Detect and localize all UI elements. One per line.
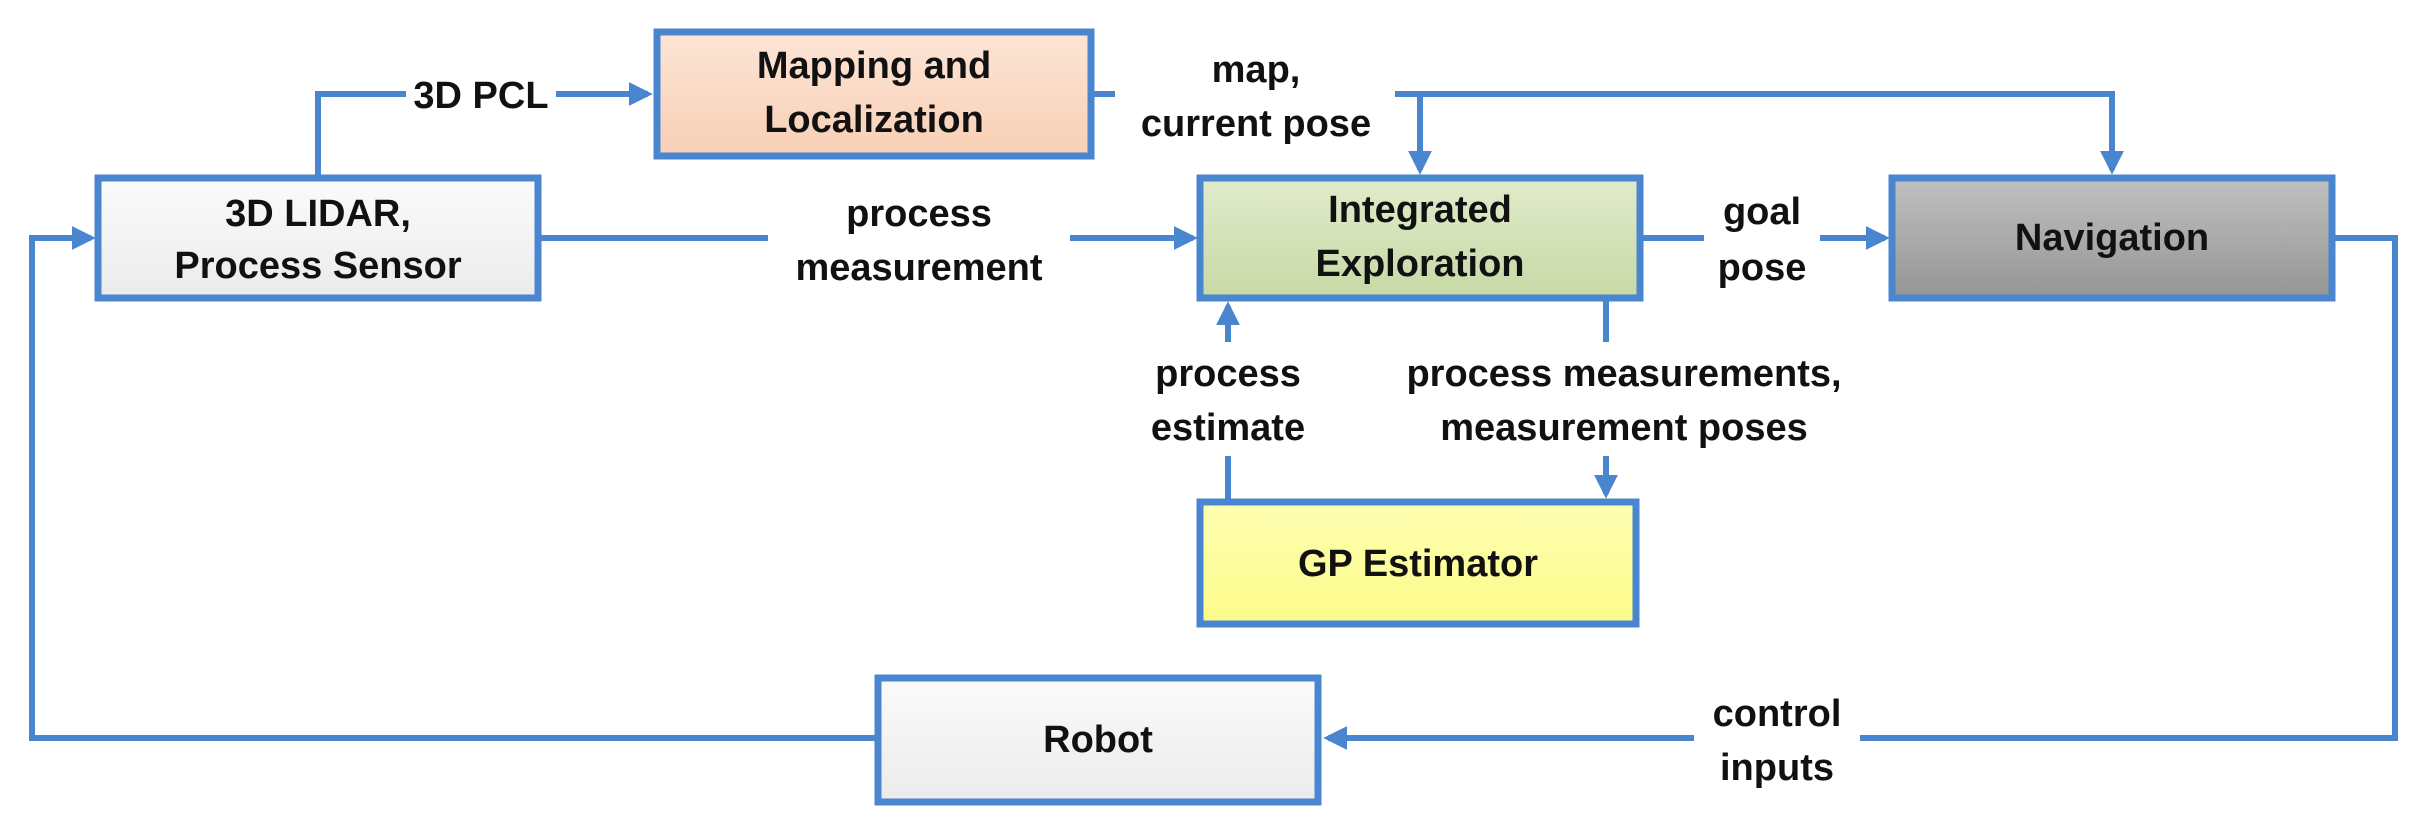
label-pcl-text: 3D PCL <box>413 75 548 117</box>
edge-mapping-to-navigation <box>1420 91 2124 175</box>
label-control-inputs-line2: inputs <box>1720 747 1834 789</box>
node-estimator: GP Estimator <box>1196 498 1640 628</box>
label-measurements-poses: process measurements, measurement poses <box>1376 342 1850 456</box>
label-measurements-poses-line1: process measurements, <box>1406 353 1841 395</box>
label-measurements-poses-line2: measurement poses <box>1440 407 1808 449</box>
label-process-estimate-line2: estimate <box>1151 407 1305 449</box>
node-lidar-line2: Process Sensor <box>174 245 461 287</box>
node-navigation-label: Navigation <box>2015 217 2209 259</box>
node-exploration-line2: Exploration <box>1315 243 1524 285</box>
node-exploration: Integrated Exploration <box>1196 174 1644 302</box>
label-process-measurement: process measurement <box>768 186 1070 290</box>
edge-robot-to-lidar <box>29 226 877 741</box>
label-process-estimate: process estimate <box>1130 342 1326 456</box>
label-goal-pose-line1: goal <box>1723 191 1801 233</box>
node-navigation: Navigation <box>1888 174 2336 302</box>
edge-navigation-to-robot <box>1323 235 2398 750</box>
label-map-pose-line1: map, <box>1212 49 1301 91</box>
label-control-inputs-line1: control <box>1713 693 1842 735</box>
node-mapping-line2: Localization <box>764 99 984 141</box>
node-lidar-line1: 3D LIDAR, <box>225 193 411 235</box>
node-exploration-line1: Integrated <box>1328 189 1512 231</box>
node-robot: Robot <box>874 674 1322 806</box>
node-estimator-label: GP Estimator <box>1298 543 1538 585</box>
label-process-estimate-line1: process <box>1155 353 1301 395</box>
label-map-pose-line2: current pose <box>1141 103 1371 145</box>
node-lidar: 3D LIDAR, Process Sensor <box>94 174 542 302</box>
label-process-measurement-line2: measurement <box>795 247 1042 289</box>
node-mapping-line1: Mapping and <box>757 45 991 87</box>
label-goal-pose: goal pose <box>1704 186 1820 290</box>
label-goal-pose-line2: pose <box>1718 247 1807 289</box>
label-map-pose: map, current pose <box>1115 40 1395 150</box>
node-robot-label: Robot <box>1043 719 1153 761</box>
node-mapping: Mapping and Localization <box>653 28 1095 160</box>
label-process-measurement-line1: process <box>846 193 992 235</box>
label-pcl: 3D PCL <box>406 70 556 118</box>
label-control-inputs: control inputs <box>1694 686 1860 792</box>
